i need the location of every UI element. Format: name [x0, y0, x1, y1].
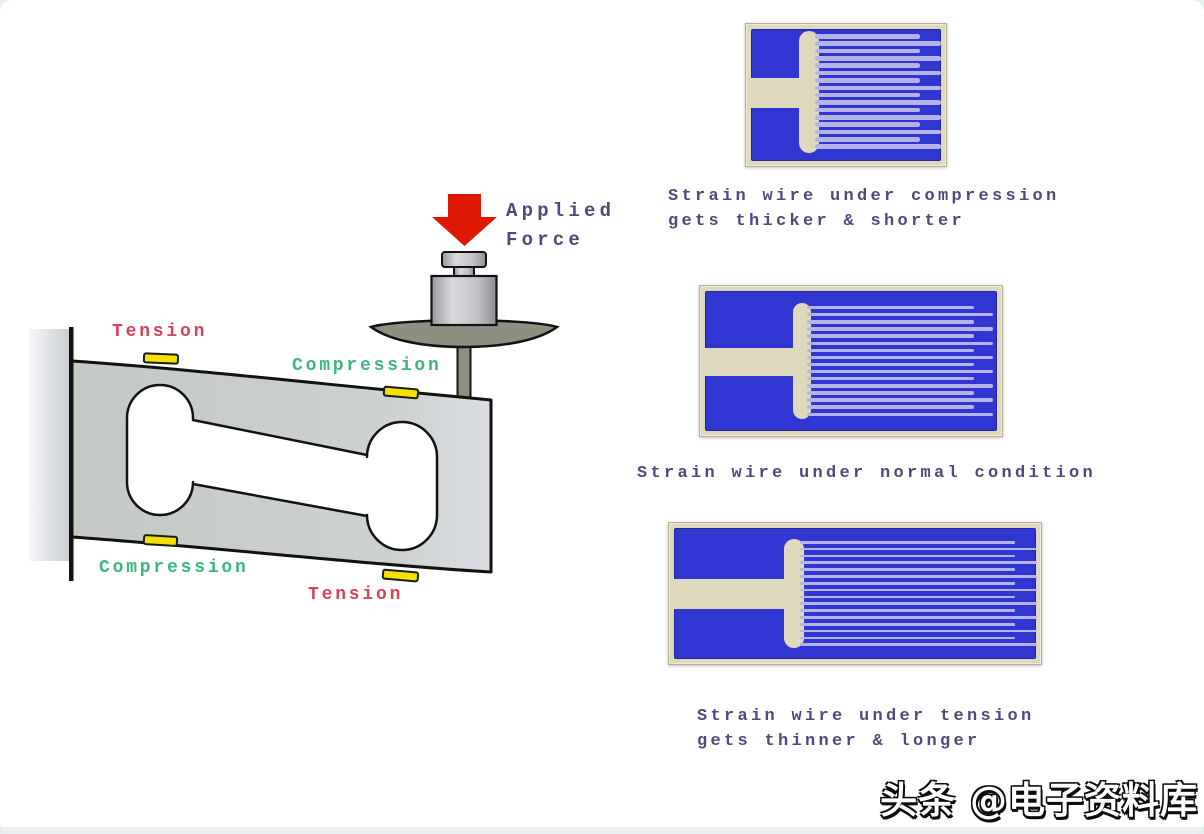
gauge-wire [815, 85, 941, 91]
gauge-wire [815, 129, 941, 135]
gauge-chip-bottom-right [381, 568, 420, 583]
gauge-wire [800, 588, 1037, 592]
label-tension-bottom: Tension [308, 585, 404, 605]
gauge-wire [815, 78, 920, 83]
gauge-wire [815, 144, 941, 149]
gauge-wire [807, 384, 993, 388]
gauge-wire [800, 581, 1015, 585]
gauge-wire [815, 107, 920, 113]
gauge-wire [815, 100, 941, 105]
gauge-wire [800, 629, 1037, 633]
gauge-chip-bottom-left [142, 534, 179, 547]
gauge-wire [807, 412, 993, 416]
gauge-chip-top-right [382, 385, 420, 400]
caption-compression: Strain wire under compression gets thick… [668, 184, 1060, 234]
label-tension-top: Tension [112, 322, 208, 342]
applied-force-arrow-icon [432, 194, 497, 246]
gauge-wire [815, 92, 920, 98]
gauge-wire [807, 320, 974, 324]
strain-gauge-figure-tension [668, 522, 1042, 665]
gauge-wire [815, 41, 941, 46]
caption-line: Strain wire under tension [697, 707, 1035, 726]
gauge-wire [800, 636, 1015, 640]
gauge-wire [815, 34, 920, 39]
gauge-chip-top-left [142, 352, 180, 365]
gauge-wire [800, 595, 1015, 599]
bonded-gauges [142, 352, 420, 583]
gauge-wire [800, 616, 1037, 619]
applied-force-label: Applied Force [506, 197, 615, 255]
gauge-wire [815, 70, 941, 76]
gauge-wire [807, 391, 974, 395]
watermark: 头条 @电子资料库 [880, 779, 1198, 822]
gauge-wire [807, 362, 974, 367]
strain-gauge-figure-normal [699, 285, 1003, 437]
dog-bone-cutout [125, 383, 439, 552]
gauge-wire [807, 355, 993, 360]
caption-line: Strain wire under normal condition [637, 464, 1097, 483]
gauge-wire [815, 48, 920, 54]
weight-knob [441, 251, 487, 268]
gauge-spine [799, 31, 819, 153]
gauge-spine [793, 303, 811, 419]
gauge-wire [807, 398, 993, 402]
gauge-wire [807, 334, 974, 338]
gauge-wire [815, 114, 941, 120]
gauge-wire [807, 306, 974, 310]
gauge-wire [807, 348, 974, 353]
mounting-wall [29, 329, 71, 561]
gauge-wire [807, 327, 993, 331]
gauge-wire [800, 609, 1015, 612]
gauge-wire [800, 541, 1015, 544]
gauge-wire [800, 643, 1037, 646]
gauge-wire [800, 568, 1015, 571]
gauge-wire [800, 575, 1037, 578]
gauge-lead-tab [704, 348, 796, 376]
gauge-wire [800, 602, 1037, 606]
label-compression-top: Compression [292, 356, 442, 376]
gauge-wire [815, 137, 920, 142]
gauge-spine [784, 539, 804, 648]
gauge-wire [800, 622, 1015, 626]
gauge-lead-tab [750, 78, 802, 108]
weight-body [430, 274, 498, 327]
strain-gauge-figure-compression [745, 23, 947, 167]
gauge-wire [807, 369, 993, 374]
gauge-wire [815, 56, 941, 61]
weight [430, 251, 498, 327]
applied-force-line2: Force [506, 229, 585, 251]
label-compression-bottom: Compression [99, 558, 249, 578]
gauge-wire [800, 561, 1037, 565]
gauge-wire [807, 377, 974, 381]
caption-line: gets thinner & longer [697, 732, 981, 751]
gauge-wire [807, 405, 974, 409]
gauge-wire [800, 547, 1037, 551]
gauge-lead-tab [673, 579, 787, 609]
caption-line: gets thicker & shorter [668, 212, 966, 231]
gauge-wire [815, 122, 920, 127]
caption-tension: Strain wire under tension gets thinner &… [697, 704, 1035, 754]
gauge-wire [800, 554, 1015, 558]
load-cell-diagram [29, 194, 560, 583]
footer-strip [0, 827, 1204, 834]
gauge-wire [807, 313, 993, 317]
caption-line: Strain wire under compression [668, 187, 1060, 206]
caption-normal: Strain wire under normal condition [637, 461, 1096, 486]
gauge-wire [807, 341, 993, 345]
applied-force-line1: Applied [506, 200, 616, 222]
gauge-wire [815, 63, 920, 69]
